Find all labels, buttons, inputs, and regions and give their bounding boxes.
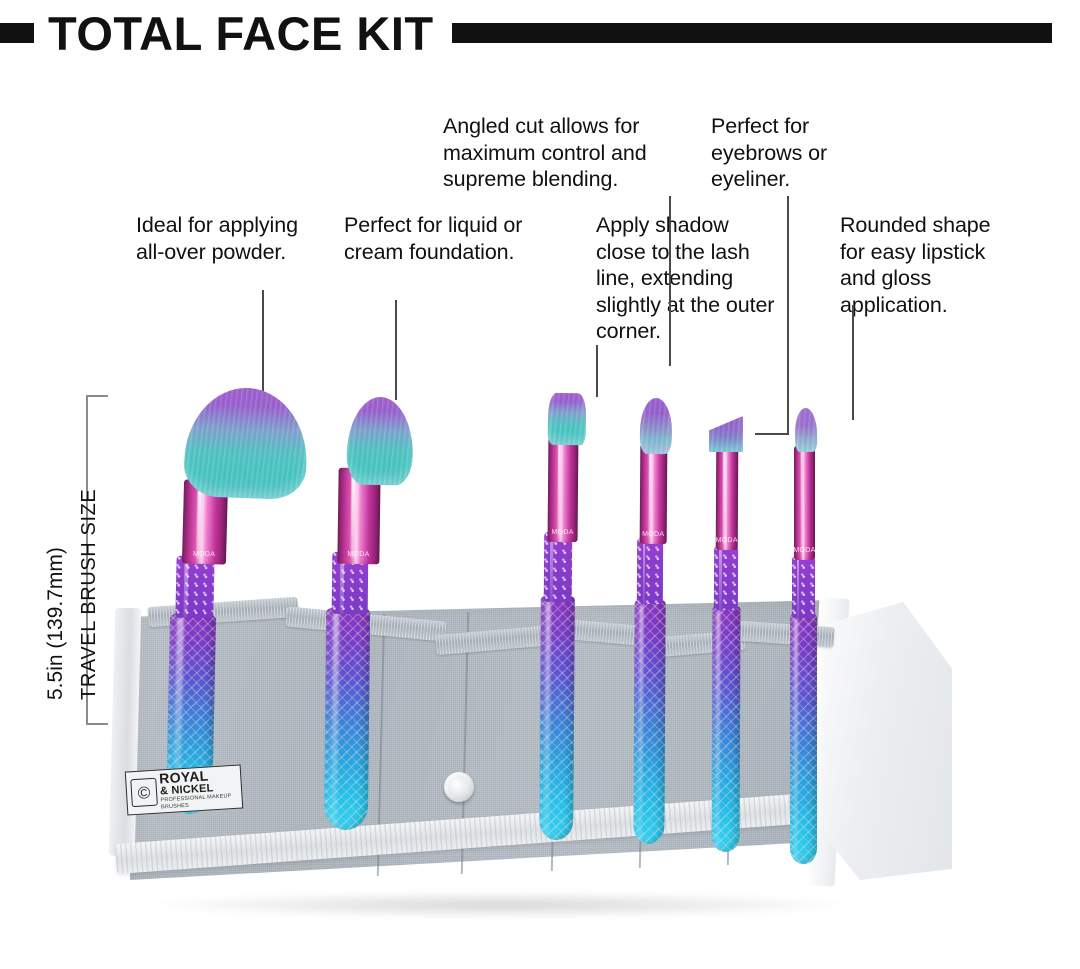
brand-crest-icon: ©	[130, 777, 158, 808]
brush-ferrule-angled: MODA	[715, 445, 739, 551]
case-fold-flap	[824, 602, 952, 880]
brush-ferrule-blender: MODA	[639, 443, 668, 545]
brush-ferrule-foundation: MODA	[337, 467, 381, 565]
moda-logo-imprint: MODA	[715, 536, 738, 545]
brush-handle-shadow	[539, 595, 575, 841]
brush-shaft-powder	[175, 555, 215, 619]
moda-logo-imprint: MODA	[192, 550, 216, 559]
case-pocket-seam	[726, 603, 735, 865]
brush-head-shadow	[547, 392, 587, 446]
leader-line-brow-elbow	[755, 433, 789, 435]
leader-line-angled	[669, 196, 671, 366]
size-bracket-line	[86, 395, 88, 725]
size-label: 5.5in (139.7mm)	[44, 547, 67, 700]
brush-head-foundation	[346, 396, 414, 486]
brush-ferrule-shadow: MODA	[547, 433, 579, 543]
callout-angled: Angled cut allows for maximum control an…	[443, 114, 647, 191]
size-bracket-tick-bottom	[86, 723, 108, 725]
brush-head-blender	[639, 397, 673, 455]
moda-logo-imprint: MODA	[347, 550, 370, 559]
callout-lip: Rounded shape for easy lipstick and glos…	[840, 213, 991, 317]
brush-shaft-shadow	[543, 531, 573, 603]
leader-line-powder	[262, 290, 264, 402]
brush-handle-powder	[165, 613, 217, 815]
travel-brush-size-label: TRAVEL BRUSH SIZE	[78, 488, 100, 700]
brand-tagline: PROFESSIONAL MAKEUP BRUSHES	[160, 792, 232, 810]
case-elastic-strap	[644, 629, 746, 659]
moda-logo-imprint: MODA	[642, 530, 665, 539]
page-title-bar: TOTAL FACE KIT	[0, 4, 1080, 62]
case-flap-edge	[804, 597, 850, 887]
case-pocket-seam	[376, 614, 385, 876]
brush-handle-angled	[711, 605, 741, 853]
case-elastic-strap	[147, 596, 299, 628]
case-pocket-seam	[460, 612, 469, 874]
callout-powder: Ideal for applying all-over powder.	[136, 213, 298, 264]
case-pocket-seam	[638, 606, 647, 868]
leader-line-brow-vertical	[787, 196, 789, 434]
moda-logo-imprint: MODA	[551, 528, 574, 537]
brand-sub-name: & NICKEL	[159, 781, 214, 797]
callout-brow: Perfect for eyebrows or eyeliner.	[711, 114, 828, 191]
title-rule-right	[451, 23, 1052, 43]
brand-name: ROYAL	[158, 767, 209, 786]
brush-ferrule-lip: MODA	[793, 446, 816, 560]
case-pocket-seam	[550, 609, 559, 871]
brush-ferrule-powder: MODA	[181, 479, 229, 565]
brush-handle-lip	[790, 614, 817, 864]
case-binding-bottom	[114, 789, 856, 874]
brush-head-powder	[183, 385, 309, 501]
moda-logo-imprint: MODA	[793, 547, 816, 554]
title-rule-left	[0, 23, 34, 43]
brush-handle-blender	[633, 599, 666, 845]
case-elastic-strap	[542, 617, 656, 647]
case-elastic-strap	[737, 620, 835, 648]
brush-shaft-blender	[636, 537, 664, 605]
brush-head-lip	[794, 407, 818, 453]
leader-line-foundation	[395, 300, 397, 400]
size-bracket-tick-top	[86, 395, 108, 397]
brush-shaft-angled	[713, 545, 739, 611]
callout-shadow: Apply shadow close to the lash line, ext…	[596, 213, 775, 343]
case-binding-left	[108, 607, 142, 857]
callout-foundation: Perfect for liquid or cream foundation.	[344, 213, 523, 264]
brush-shaft-lip	[792, 556, 815, 618]
brand-label: © ROYAL & NICKEL PROFESSIONAL MAKEUP BRU…	[124, 764, 244, 816]
brush-shaft-foundation	[331, 551, 369, 615]
case-elastic-strap	[285, 606, 447, 642]
page-title: TOTAL FACE KIT	[48, 6, 434, 60]
case-drop-shadow	[150, 892, 850, 918]
case-fabric-panel	[130, 600, 836, 880]
brush-case	[108, 592, 952, 910]
case-snap-button	[444, 772, 474, 802]
case-elastic-strap	[435, 624, 555, 656]
brush-handle-foundation	[323, 607, 371, 831]
leader-line-shadow	[596, 345, 598, 397]
brush-head-angled	[709, 416, 743, 452]
leader-line-lip	[852, 305, 854, 420]
